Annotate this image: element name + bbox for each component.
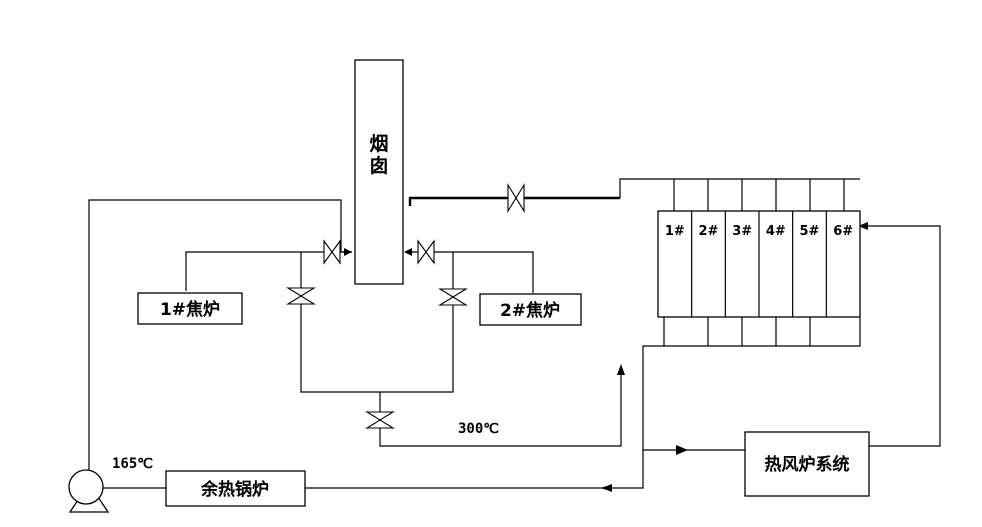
valve-icon[interactable]	[365, 411, 395, 429]
exchanger-unit-2-label: 2#	[699, 224, 719, 239]
waste-heat-boiler-label: 余热锅炉	[200, 479, 269, 500]
boiler-to-pump-line: 165℃	[103, 456, 166, 489]
exchanger-outlet-line	[305, 345, 745, 492]
arrow-up-icon	[617, 364, 625, 375]
pump-to-chimney-pipe	[88, 199, 352, 473]
hot-air-furnace-label: 热风炉系统	[765, 454, 850, 475]
coke-oven-2: 2#焦炉	[479, 293, 582, 326]
coke-oven-1: 1#焦炉	[137, 292, 243, 325]
arrow-right-icon	[676, 445, 688, 455]
valve-icon[interactable]	[417, 239, 435, 265]
flue-gas-temperature: 300℃	[458, 421, 499, 437]
hot-air-return-line	[858, 222, 941, 447]
coke-oven-1-line	[185, 251, 454, 393]
exchanger-unit-3-label: 3#	[732, 224, 752, 239]
heat-exchanger-bank: 1# 2# 3# 4# 5# 6#	[657, 179, 861, 347]
valve-icon[interactable]	[507, 183, 525, 213]
chimney-label-char-1: 烟	[369, 132, 388, 155]
chimney-label-char-2: 囱	[369, 154, 388, 177]
boiler-outlet-temperature: 165℃	[112, 456, 153, 472]
exchanger-unit-6-label: 6#	[833, 224, 853, 239]
arrow-left-icon	[601, 484, 612, 492]
hot-air-furnace-system: 热风炉系统	[744, 431, 870, 497]
coke-oven-2-label: 2#焦炉	[500, 300, 560, 321]
waste-heat-boiler: 余热锅炉	[165, 470, 306, 507]
flue-gas-line: 300℃	[379, 364, 625, 447]
exchanger-unit-1-label: 1#	[665, 224, 685, 239]
chimney: 烟 囱	[354, 59, 404, 285]
valve-icon[interactable]	[286, 287, 316, 305]
valve-icon[interactable]	[438, 288, 468, 306]
arrow-left-icon	[858, 222, 868, 230]
exchanger-unit-5-label: 5#	[800, 224, 820, 239]
exchanger-unit-4-label: 4#	[766, 224, 786, 239]
arrow-left-icon	[404, 248, 412, 256]
valve-icon[interactable]	[323, 239, 341, 265]
chimney-to-exchanger-pipe	[408, 178, 860, 206]
coke-oven-2-line	[404, 248, 534, 293]
pump-icon[interactable]	[68, 469, 110, 513]
coke-oven-1-label: 1#焦炉	[160, 299, 220, 320]
